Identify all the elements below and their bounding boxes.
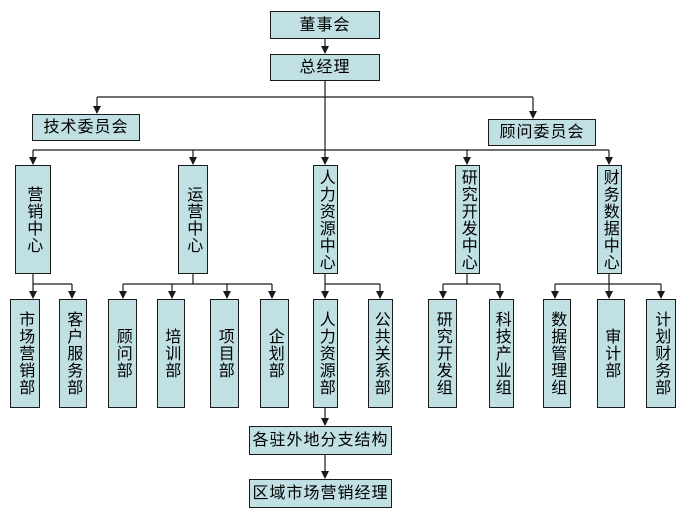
node-data-management-group: 数据管理组 xyxy=(543,299,571,408)
node-hr-dept: 人力资源部 xyxy=(313,299,338,408)
node-branches: 各驻外地分支结构 xyxy=(249,426,392,455)
node-tech-committee: 技术委员会 xyxy=(32,114,140,141)
node-marketing-center: 营销中心 xyxy=(15,165,51,274)
node-finance-data-center: 财务数据中心 xyxy=(597,165,622,274)
node-project-dept: 项目部 xyxy=(210,299,239,408)
node-general-manager: 总经理 xyxy=(270,54,380,81)
node-operations-center: 运营中心 xyxy=(178,165,208,274)
node-planning-dept: 企划部 xyxy=(260,299,289,408)
node-audit-dept: 审计部 xyxy=(597,299,625,408)
node-training-dept: 培训部 xyxy=(157,299,185,408)
node-rd-center: 研究开发中心 xyxy=(455,165,480,274)
node-tech-industry-group: 科技产业组 xyxy=(489,299,514,408)
node-board: 董事会 xyxy=(270,11,380,39)
node-rd-group: 研究开发组 xyxy=(428,299,457,408)
node-customer-service-dept: 客户服务部 xyxy=(59,299,87,408)
node-hr-center: 人力资源中心 xyxy=(313,165,338,274)
node-public-relations-dept: 公共关系部 xyxy=(368,299,393,408)
node-regional-marketing-manager: 区域市场营销经理 xyxy=(249,479,392,508)
node-market-sales-dept: 市场营销部 xyxy=(10,299,40,408)
node-advisory-committee: 顾问委员会 xyxy=(488,119,596,146)
node-plan-finance-dept: 计划财务部 xyxy=(646,299,676,408)
node-consulting-dept: 顾问部 xyxy=(108,299,137,408)
